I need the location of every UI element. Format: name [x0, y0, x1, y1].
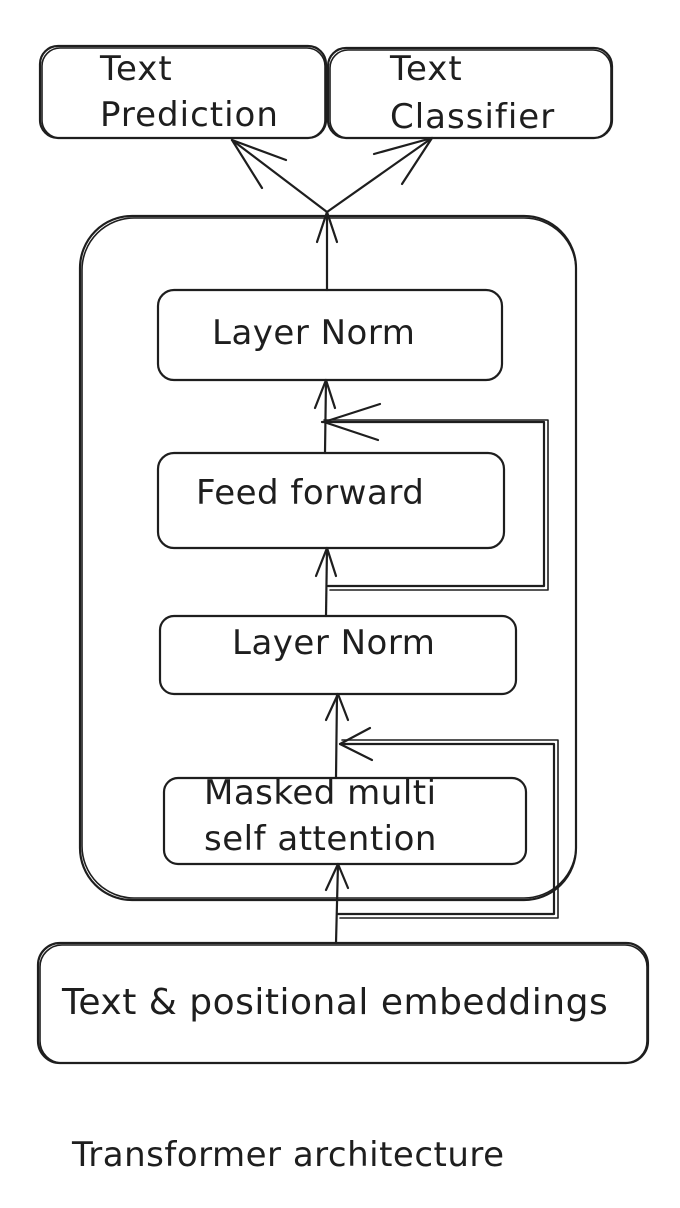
- text-classifier-label-line2: Classifier: [390, 97, 556, 137]
- output-arrows: [230, 136, 434, 214]
- residual-arrow-attention: [336, 726, 559, 919]
- diagram-caption: Transformer architecture: [72, 1135, 505, 1175]
- masked-attention-box: [162, 776, 528, 866]
- text-classifier-label-line1: Text: [390, 49, 463, 89]
- residual-arrow-feedforward: [320, 402, 549, 591]
- masked-attention-label-line2: self attention: [204, 819, 437, 859]
- layer-norm-bottom-label: Layer Norm: [232, 623, 436, 663]
- main-flow-arrows: [313, 210, 350, 945]
- text-prediction-label-line1: Text: [100, 49, 173, 89]
- layer-norm-top-label: Layer Norm: [212, 313, 416, 353]
- layer-norm-top-box: [156, 288, 504, 382]
- input-embeddings-label: Text & positional embeddings: [62, 982, 609, 1023]
- text-prediction-label-line2: Prediction: [100, 95, 279, 135]
- masked-attention-label-line1: Masked multi: [204, 773, 437, 813]
- feed-forward-label: Feed forward: [196, 473, 425, 513]
- feed-forward-box: [156, 451, 506, 550]
